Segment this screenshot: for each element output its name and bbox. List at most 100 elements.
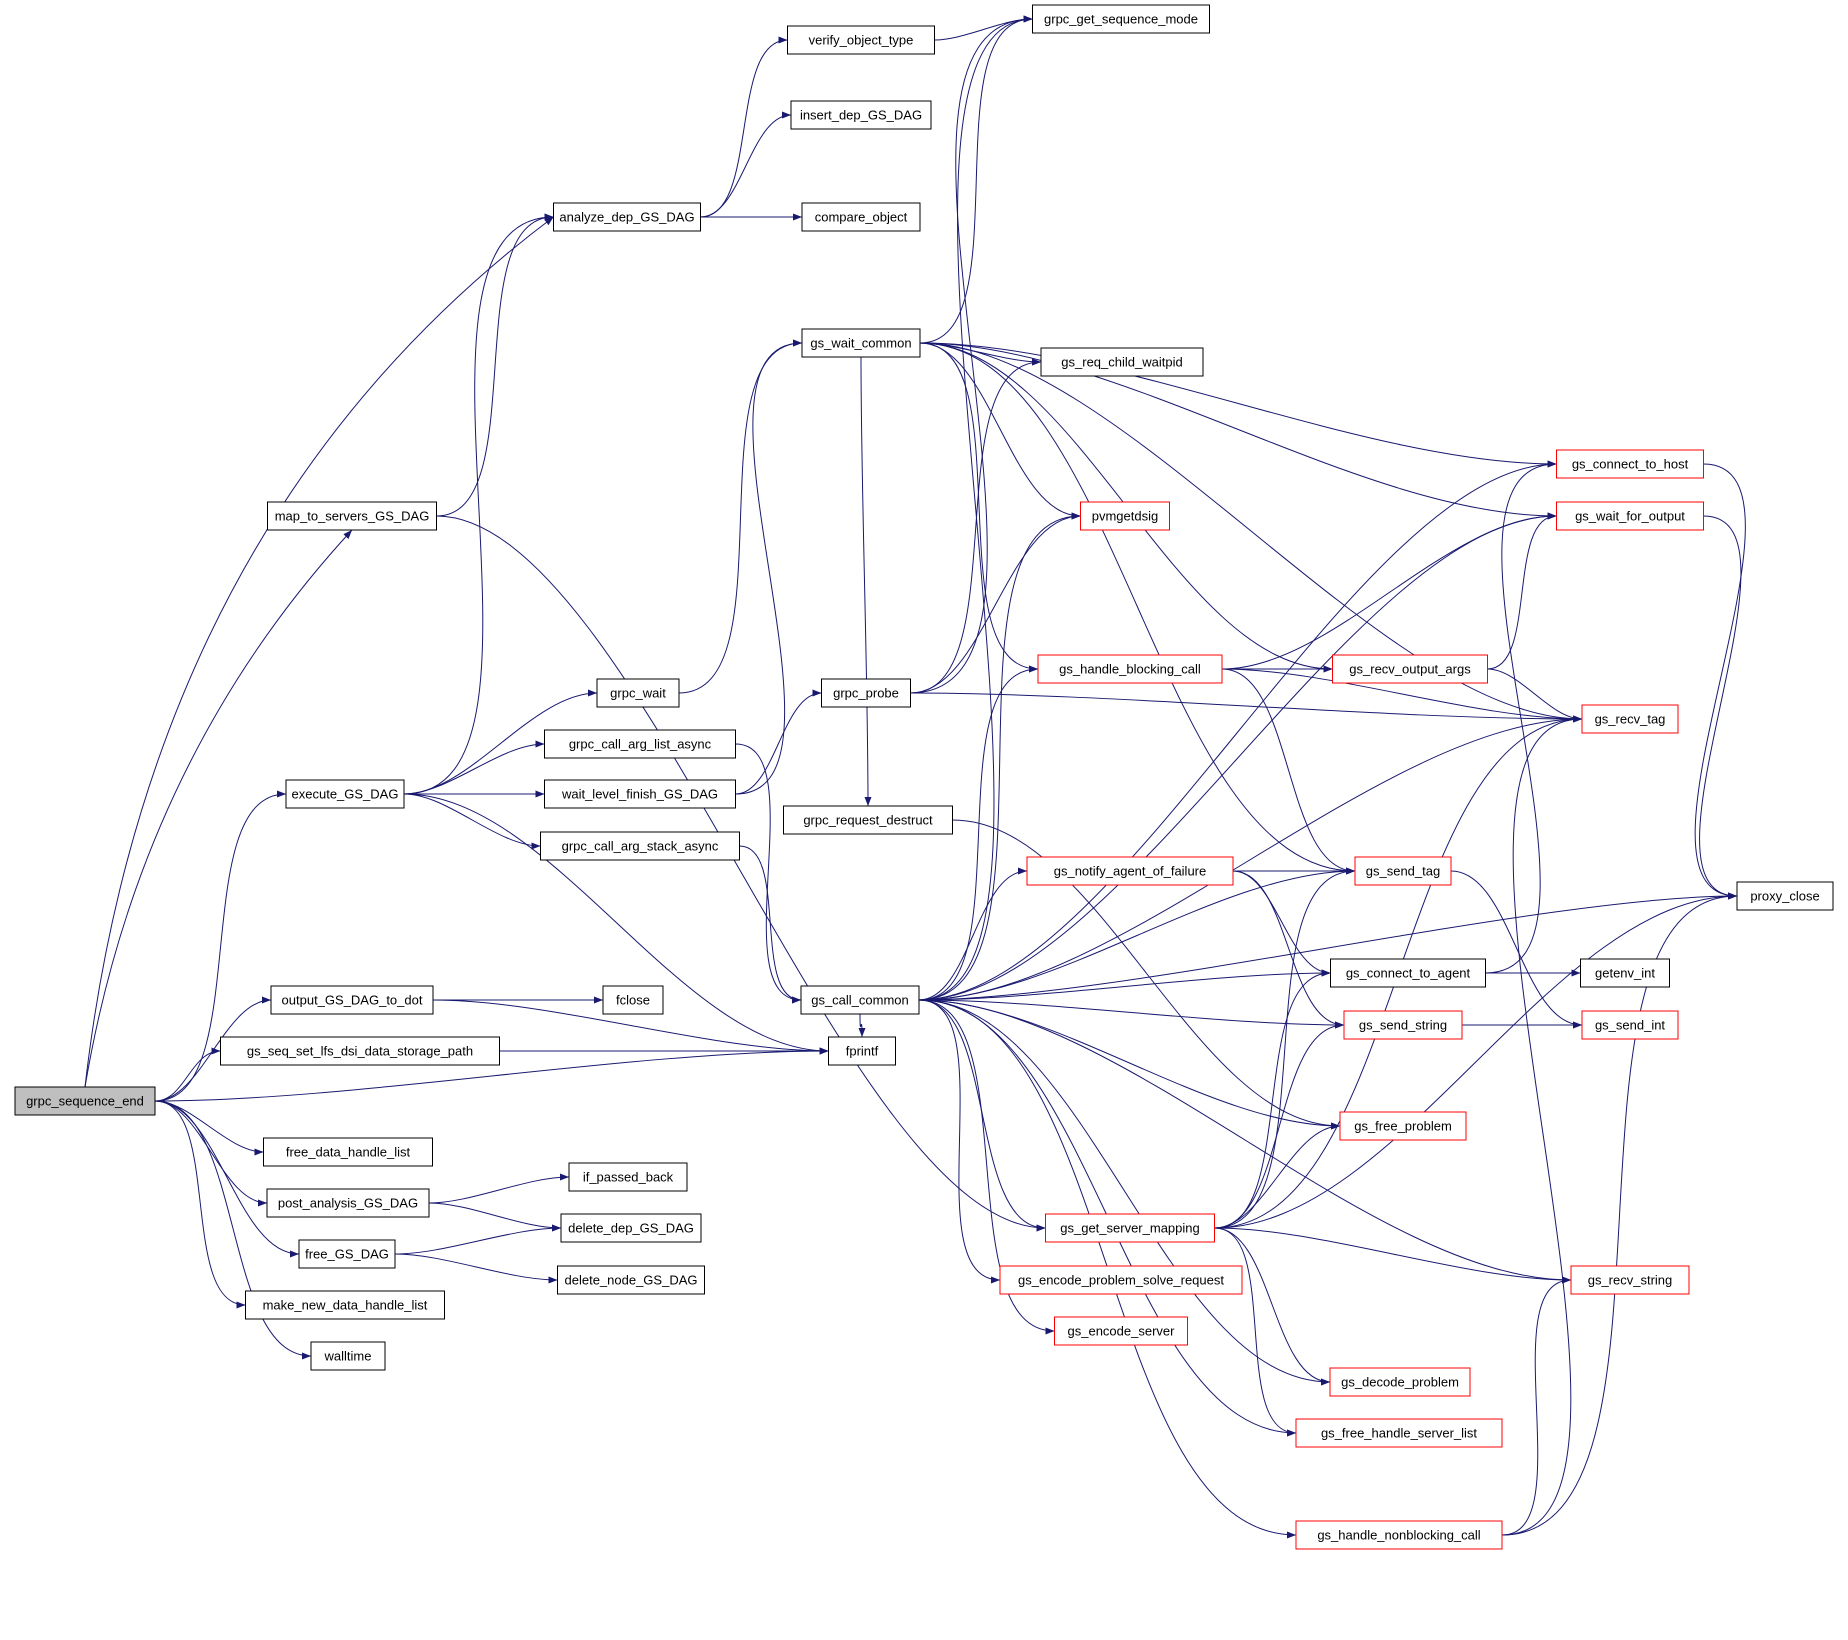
node-gs_send_string[interactable]: gs_send_string — [1343, 1010, 1463, 1040]
node-box-gs_handle_nonblocking_call[interactable] — [1295, 1520, 1503, 1550]
node-compare_object[interactable]: compare_object — [801, 202, 921, 232]
node-proxy_close[interactable]: proxy_close — [1736, 881, 1834, 911]
node-grpc_request_destruct[interactable]: grpc_request_destruct — [783, 805, 953, 835]
node-box-output_GS_DAG_to_dot[interactable] — [270, 985, 434, 1015]
node-box-gs_encode_problem_solve_request[interactable] — [999, 1265, 1243, 1295]
node-box-wait_level_finish_GS_DAG[interactable] — [544, 779, 736, 809]
node-box-gs_free_handle_server_list[interactable] — [1295, 1418, 1503, 1448]
node-map_to_servers_GS_DAG[interactable]: map_to_servers_GS_DAG — [267, 501, 437, 531]
node-box-grpc_request_destruct[interactable] — [783, 805, 953, 835]
node-grpc_call_arg_list_async[interactable]: grpc_call_arg_list_async — [544, 729, 736, 759]
node-getenv_int[interactable]: getenv_int — [1580, 958, 1670, 988]
edge-gs_call_common-to-gs_connect_to_host — [918, 460, 1557, 1001]
node-box-gs_connect_to_agent[interactable] — [1330, 958, 1486, 988]
node-box-gs_call_common[interactable] — [800, 985, 920, 1015]
node-box-grpc_call_arg_list_async[interactable] — [544, 729, 736, 759]
node-gs_get_server_mapping[interactable]: gs_get_server_mapping — [1045, 1213, 1215, 1243]
node-box-gs_notify_agent_of_failure[interactable] — [1026, 856, 1234, 886]
node-post_analysis_GS_DAG[interactable]: post_analysis_GS_DAG — [266, 1188, 430, 1218]
node-gs_free_problem[interactable]: gs_free_problem — [1339, 1111, 1467, 1141]
node-box-grpc_call_arg_stack_async[interactable] — [540, 831, 740, 861]
node-box-gs_send_tag[interactable] — [1354, 856, 1452, 886]
node-box-delete_node_GS_DAG[interactable] — [557, 1265, 705, 1295]
node-box-gs_seq_set_lfs_dsi_data_storage_path[interactable] — [220, 1036, 500, 1066]
node-box-gs_wait_common[interactable] — [801, 328, 921, 358]
node-box-gs_send_string[interactable] — [1343, 1010, 1463, 1040]
node-if_passed_back[interactable]: if_passed_back — [568, 1162, 688, 1192]
node-box-analyze_dep_GS_DAG[interactable] — [553, 202, 701, 232]
node-box-execute_GS_DAG[interactable] — [285, 779, 405, 809]
node-gs_recv_tag[interactable]: gs_recv_tag — [1581, 704, 1679, 734]
node-box-map_to_servers_GS_DAG[interactable] — [267, 501, 437, 531]
node-fprintf[interactable]: fprintf — [828, 1036, 896, 1066]
node-box-gs_wait_for_output[interactable] — [1556, 501, 1704, 531]
node-gs_connect_to_host[interactable]: gs_connect_to_host — [1556, 449, 1704, 479]
node-box-post_analysis_GS_DAG[interactable] — [266, 1188, 430, 1218]
node-grpc_wait[interactable]: grpc_wait — [596, 678, 680, 708]
node-gs_notify_agent_of_failure[interactable]: gs_notify_agent_of_failure — [1026, 856, 1234, 886]
node-box-compare_object[interactable] — [801, 202, 921, 232]
node-fclose[interactable]: fclose — [602, 985, 664, 1015]
node-free_data_handle_list[interactable]: free_data_handle_list — [263, 1137, 433, 1167]
node-grpc_get_sequence_mode[interactable]: grpc_get_sequence_mode — [1032, 4, 1210, 34]
node-label-gs_decode_problem: gs_decode_problem — [1341, 1375, 1459, 1390]
node-grpc_call_arg_stack_async[interactable]: grpc_call_arg_stack_async — [540, 831, 740, 861]
node-box-insert_dep_GS_DAG[interactable] — [790, 100, 932, 130]
node-analyze_dep_GS_DAG[interactable]: analyze_dep_GS_DAG — [553, 202, 701, 232]
node-gs_decode_problem[interactable]: gs_decode_problem — [1329, 1367, 1471, 1397]
node-box-gs_recv_output_args[interactable] — [1332, 654, 1488, 684]
node-free_GS_DAG[interactable]: free_GS_DAG — [298, 1239, 396, 1269]
node-output_GS_DAG_to_dot[interactable]: output_GS_DAG_to_dot — [270, 985, 434, 1015]
node-execute_GS_DAG[interactable]: execute_GS_DAG — [285, 779, 405, 809]
node-pvmgetdsig[interactable]: pvmgetdsig — [1080, 501, 1170, 531]
node-gs_seq_set_lfs_dsi_data_storage_path[interactable]: gs_seq_set_lfs_dsi_data_storage_path — [220, 1036, 500, 1066]
node-box-gs_send_int[interactable] — [1581, 1010, 1679, 1040]
node-box-make_new_data_handle_list[interactable] — [245, 1290, 445, 1320]
node-delete_dep_GS_DAG[interactable]: delete_dep_GS_DAG — [560, 1213, 702, 1243]
node-grpc_probe[interactable]: grpc_probe — [821, 678, 911, 708]
node-box-gs_connect_to_host[interactable] — [1556, 449, 1704, 479]
node-gs_send_int[interactable]: gs_send_int — [1581, 1010, 1679, 1040]
node-box-gs_get_server_mapping[interactable] — [1045, 1213, 1215, 1243]
node-gs_recv_output_args[interactable]: gs_recv_output_args — [1332, 654, 1488, 684]
node-gs_encode_problem_solve_request[interactable]: gs_encode_problem_solve_request — [999, 1265, 1243, 1295]
node-gs_call_common[interactable]: gs_call_common — [800, 985, 920, 1015]
node-box-gs_free_problem[interactable] — [1339, 1111, 1467, 1141]
node-gs_handle_blocking_call[interactable]: gs_handle_blocking_call — [1037, 654, 1223, 684]
node-box-gs_req_child_waitpid[interactable] — [1040, 347, 1204, 377]
node-box-delete_dep_GS_DAG[interactable] — [560, 1213, 702, 1243]
node-box-verify_object_type[interactable] — [787, 25, 935, 55]
node-box-grpc_probe[interactable] — [821, 678, 911, 708]
node-gs_req_child_waitpid[interactable]: gs_req_child_waitpid — [1040, 347, 1204, 377]
node-box-pvmgetdsig[interactable] — [1080, 501, 1170, 531]
node-box-gs_recv_string[interactable] — [1570, 1265, 1690, 1295]
node-box-fprintf[interactable] — [828, 1036, 896, 1066]
node-box-walltime[interactable] — [310, 1341, 386, 1371]
node-gs_wait_common[interactable]: gs_wait_common — [801, 328, 921, 358]
node-box-grpc_wait[interactable] — [596, 678, 680, 708]
node-gs_recv_string[interactable]: gs_recv_string — [1570, 1265, 1690, 1295]
node-insert_dep_GS_DAG[interactable]: insert_dep_GS_DAG — [790, 100, 932, 130]
node-box-free_data_handle_list[interactable] — [263, 1137, 433, 1167]
node-box-gs_handle_blocking_call[interactable] — [1037, 654, 1223, 684]
node-make_new_data_handle_list[interactable]: make_new_data_handle_list — [245, 1290, 445, 1320]
node-box-grpc_get_sequence_mode[interactable] — [1032, 4, 1210, 34]
node-gs_wait_for_output[interactable]: gs_wait_for_output — [1556, 501, 1704, 531]
node-verify_object_type[interactable]: verify_object_type — [787, 25, 935, 55]
node-gs_send_tag[interactable]: gs_send_tag — [1354, 856, 1452, 886]
node-box-fclose[interactable] — [602, 985, 664, 1015]
node-box-getenv_int[interactable] — [1580, 958, 1670, 988]
node-box-if_passed_back[interactable] — [568, 1162, 688, 1192]
node-box-free_GS_DAG[interactable] — [298, 1239, 396, 1269]
node-box-gs_recv_tag[interactable] — [1581, 704, 1679, 734]
node-gs_connect_to_agent[interactable]: gs_connect_to_agent — [1330, 958, 1486, 988]
node-walltime[interactable]: walltime — [310, 1341, 386, 1371]
node-box-proxy_close[interactable] — [1736, 881, 1834, 911]
node-gs_free_handle_server_list[interactable]: gs_free_handle_server_list — [1295, 1418, 1503, 1448]
node-gs_encode_server[interactable]: gs_encode_server — [1054, 1316, 1188, 1346]
node-box-gs_decode_problem[interactable] — [1329, 1367, 1471, 1397]
node-delete_node_GS_DAG[interactable]: delete_node_GS_DAG — [557, 1265, 705, 1295]
node-wait_level_finish_GS_DAG[interactable]: wait_level_finish_GS_DAG — [544, 779, 736, 809]
node-box-gs_encode_server[interactable] — [1054, 1316, 1188, 1346]
node-gs_handle_nonblocking_call[interactable]: gs_handle_nonblocking_call — [1295, 1520, 1503, 1550]
